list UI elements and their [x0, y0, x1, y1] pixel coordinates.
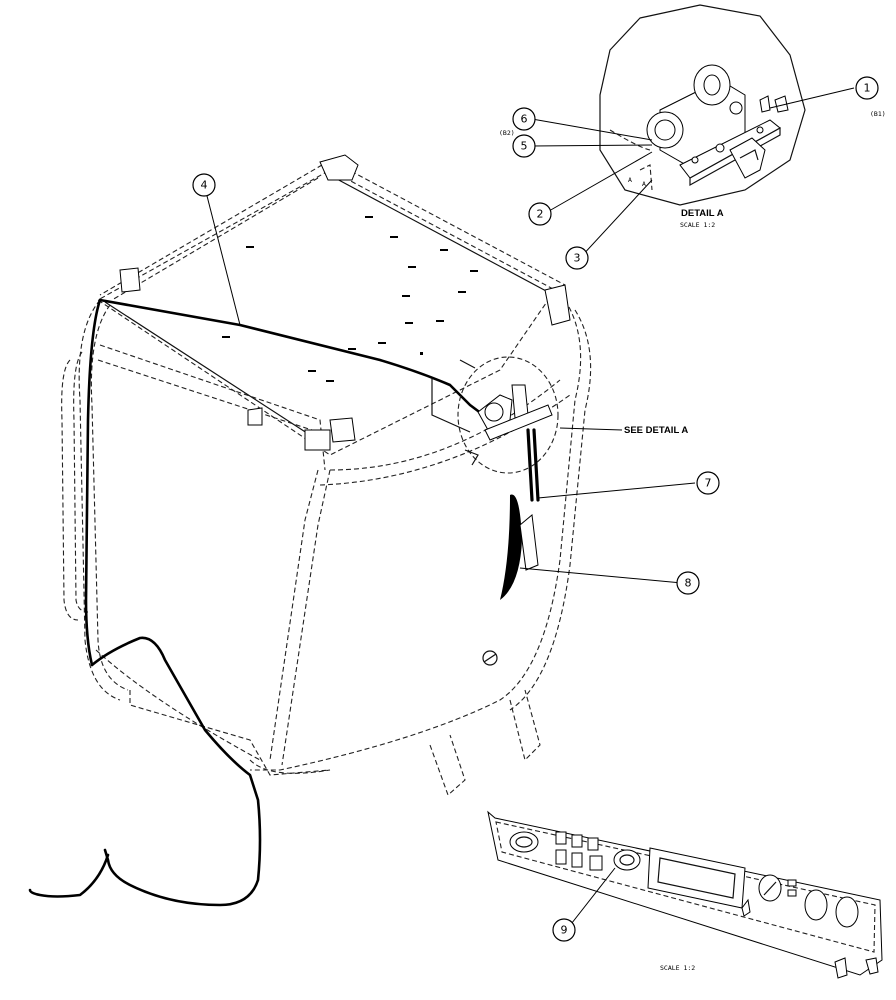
- callout-1-number: 1: [864, 82, 871, 95]
- callout-9-number: 9: [561, 924, 568, 937]
- detail-a-view: A A: [599, 4, 806, 206]
- callout-3: 3: [565, 246, 589, 270]
- callout-2: 2: [528, 202, 552, 226]
- callout-5: 5: [512, 134, 536, 158]
- ref-b1-label: (B1): [870, 110, 886, 118]
- dashboard-panel: [487, 810, 883, 979]
- callout-9: 9: [552, 918, 576, 942]
- callout-8: 8: [676, 571, 700, 595]
- callout-1: 1: [855, 76, 879, 100]
- wire-harness: [28, 298, 492, 907]
- detail-a-marker: [431, 356, 559, 474]
- callout-7-number: 7: [705, 477, 712, 490]
- callout-5-number: 5: [521, 140, 528, 153]
- dashboard-scale-label: SCALE 1:2: [660, 964, 695, 972]
- detail-a-scale: SCALE 1:2: [680, 221, 715, 229]
- detail-mark-a2: A: [642, 180, 646, 188]
- detail-mark-a1: A: [628, 176, 632, 184]
- callout-6-number: 6: [521, 113, 528, 126]
- callout-4-number: 4: [201, 179, 208, 192]
- callout-4: 4: [192, 173, 216, 197]
- callout-6: 6: [512, 107, 536, 131]
- rear-bracket-assembly: [500, 428, 540, 600]
- callout-7: 7: [696, 471, 720, 495]
- callout-2-number: 2: [537, 208, 544, 221]
- detail-a-title: DETAIL A: [681, 208, 724, 219]
- callout-8-number: 8: [685, 577, 692, 590]
- cab-body: [61, 154, 592, 796]
- callout-3-number: 3: [574, 252, 581, 265]
- see-detail-a-label: SEE DETAIL A: [624, 425, 688, 436]
- ref-b2-label: (B2): [499, 129, 515, 137]
- leader-lines: [205, 87, 855, 929]
